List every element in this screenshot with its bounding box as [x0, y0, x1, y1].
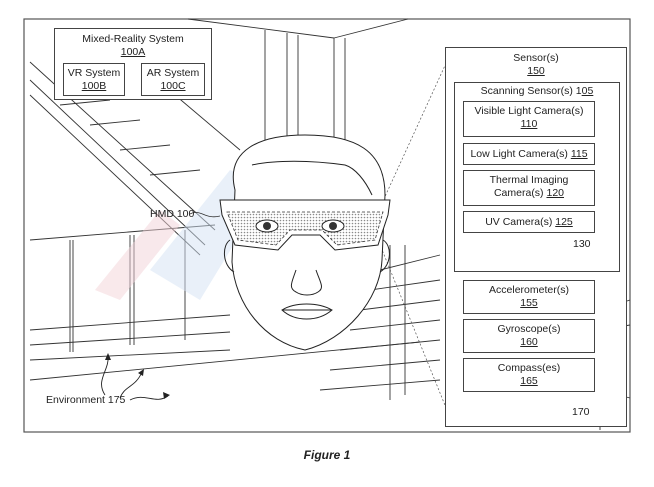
- scanning-more-ref: 130: [573, 238, 591, 250]
- vr-system-box: VR System 100B: [63, 63, 125, 96]
- compass-box: Compass(es)165: [463, 358, 595, 392]
- hmd-label: HMD 100: [150, 208, 195, 220]
- ar-system-box: AR System 100C: [141, 63, 205, 96]
- thermal-camera-box: Thermal Imaging Camera(s) 120: [463, 170, 595, 206]
- ar-system-title: AR System: [146, 67, 200, 79]
- mixed-reality-title: Mixed-Reality System: [82, 33, 184, 45]
- environment-label: Environment 175: [46, 394, 126, 406]
- scanning-sensors-box: Scanning Sensor(s) 105 Visible Light Cam…: [454, 82, 620, 272]
- mixed-reality-system-box: Mixed-Reality System 100A VR System 100B…: [54, 28, 212, 100]
- sensors-more-ref: 170: [572, 406, 590, 418]
- figure-caption: Figure 1: [303, 448, 351, 462]
- sensors-title: Sensor(s): [513, 52, 559, 64]
- vr-system-ref: 100B: [81, 80, 107, 92]
- mixed-reality-ref: 100A: [120, 46, 146, 58]
- scanning-sensors-title: Scanning Sensor(s) 105: [480, 85, 594, 97]
- vr-system-title: VR System: [67, 67, 121, 79]
- sensors-box: Sensor(s) 150 Scanning Sensor(s) 105 Vis…: [445, 47, 627, 427]
- gyroscope-box: Gyroscope(s)160: [463, 319, 595, 353]
- uv-camera-box: UV Camera(s) 125: [463, 211, 595, 233]
- visible-light-camera-box: Visible Light Camera(s) 110: [463, 101, 595, 137]
- ar-system-ref: 100C: [160, 80, 186, 92]
- accelerometer-box: Accelerometer(s)155: [463, 280, 595, 314]
- sensors-ref: 150: [527, 65, 545, 77]
- user-head: [224, 134, 390, 351]
- low-light-camera-box: Low Light Camera(s) 115: [463, 143, 595, 165]
- hmd-device: [219, 199, 391, 251]
